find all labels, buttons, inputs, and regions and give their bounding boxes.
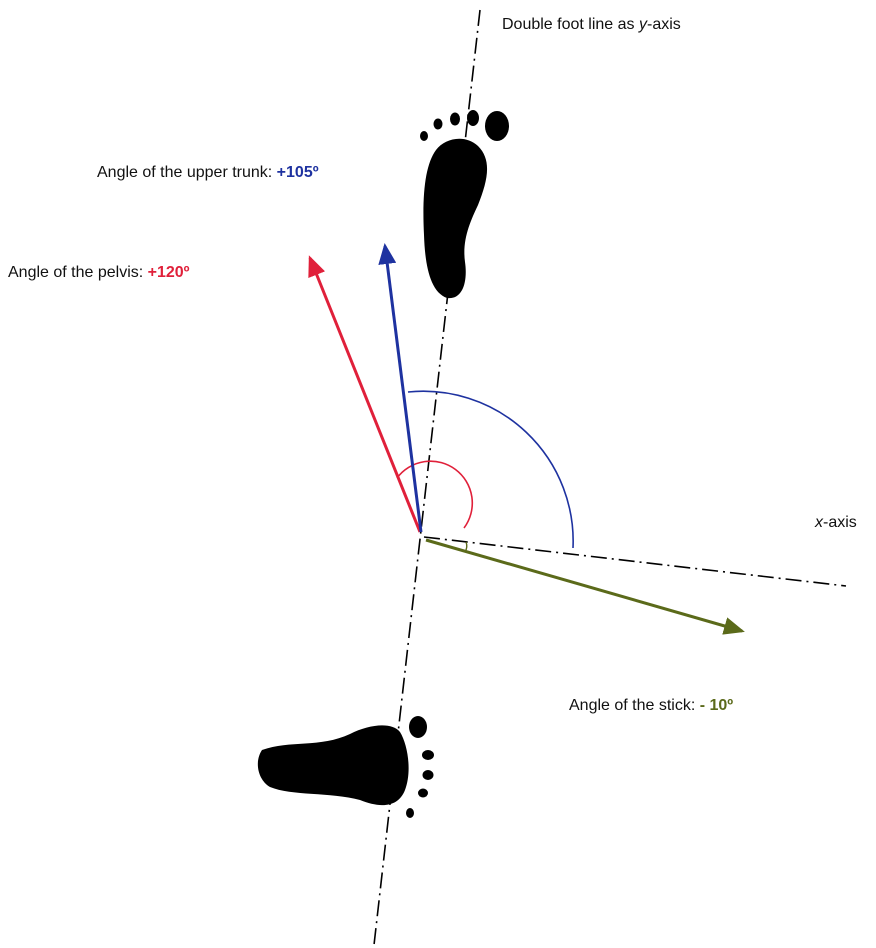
upper-trunk-angle-value: +105º [277,164,319,181]
right-footprint-icon [258,716,434,818]
pelvis-angle-arc [397,461,472,528]
pelvis-angle-label: Angle of the pelvis: +120º [8,264,190,281]
stick-angle-label: Angle of the stick: - 10º [569,697,733,714]
stick-vector [426,540,742,631]
upper-trunk-angle-label: Angle of the upper trunk: +105º [97,164,319,181]
pelvis-angle-value: +120º [148,264,190,281]
stick-angle-value: - 10º [700,697,734,714]
x-axis-label: x-axis [814,514,857,531]
y-axis-label: Double foot line as y-axis [502,16,681,33]
x-axis-line [424,537,846,586]
upper-trunk-angle-arc [408,391,573,548]
left-footprint-icon [420,110,509,298]
